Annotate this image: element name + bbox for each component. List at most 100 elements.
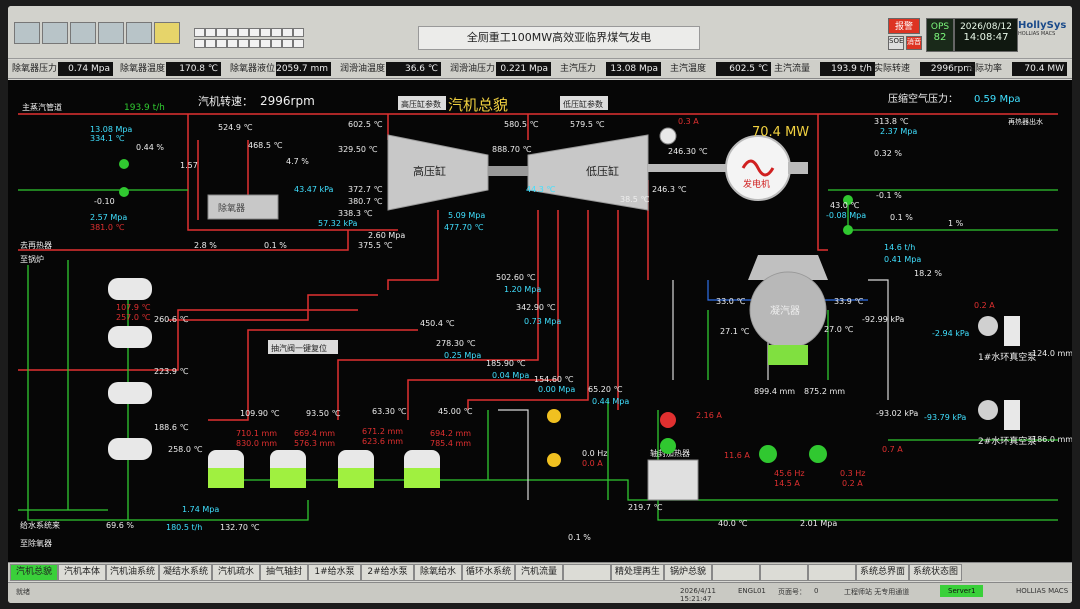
quick-button[interactable] (293, 39, 304, 48)
hp-params-button[interactable] (398, 96, 446, 110)
air-pressure-value: 0.59 Mpa (974, 94, 1021, 105)
quick-button[interactable] (282, 28, 293, 37)
nav-tab[interactable]: 汽机本体 (58, 564, 106, 581)
process-value-v2197: 219.7 ℃ (628, 503, 662, 512)
valve-1-icon[interactable] (119, 159, 129, 169)
nav-tab[interactable]: 1#给水泵 (308, 564, 361, 581)
main-flow-value: 193.9 t/h (124, 103, 165, 113)
lp-heater-3-level (338, 468, 374, 488)
nav-tab[interactable]: 锅炉总貌 (664, 564, 712, 581)
quick-button[interactable] (205, 39, 216, 48)
fan-1-icon[interactable] (547, 409, 561, 423)
status-server[interactable]: Server1 (940, 585, 984, 597)
quick-button[interactable] (216, 39, 227, 48)
feedwater-label: 给水系统来 (20, 520, 60, 530)
vacuum-pump-2[interactable] (978, 400, 998, 420)
process-value-v339: 33.9 ℃ (834, 297, 863, 306)
circ-pump-1-icon[interactable] (759, 445, 777, 463)
process-value-v443: 44.3 ℃ (526, 185, 555, 194)
hp-heater-2[interactable] (108, 326, 152, 348)
quick-button[interactable] (216, 28, 227, 37)
toolbar-button-6[interactable] (154, 22, 180, 44)
valve-4-icon[interactable] (843, 225, 853, 235)
process-value-v03hz: 0.3 Hz (840, 469, 865, 478)
quick-button[interactable] (194, 39, 205, 48)
soe-button[interactable]: SOE (888, 36, 904, 50)
quick-button[interactable] (271, 39, 282, 48)
process-value-v9379: -93.79 kPa (924, 413, 966, 422)
nav-tab[interactable]: 汽机总貌 (10, 564, 58, 581)
process-value-v02a: 0.2 A (842, 479, 863, 488)
status-label: 润滑油压力 (450, 64, 496, 74)
status-brand: HOLLIAS MACS (1016, 587, 1069, 595)
toolbar-button-4[interactable] (98, 22, 124, 44)
nav-tab[interactable]: 汽机疏水 (212, 564, 260, 581)
one-key-reset-button[interactable] (268, 340, 338, 354)
gland-heater[interactable] (647, 459, 699, 501)
quick-button[interactable] (293, 28, 304, 37)
quick-button[interactable] (238, 28, 249, 37)
quick-button[interactable] (282, 39, 293, 48)
hp-heater-1[interactable] (108, 278, 152, 300)
process-value-v2463: 246.3 ℃ (652, 185, 686, 194)
process-value-v9299: -92.99 kPa (862, 315, 904, 324)
condensate-pump-1-icon[interactable] (660, 412, 676, 428)
lp-cylinder[interactable] (527, 134, 649, 211)
quick-button[interactable] (249, 28, 260, 37)
nav-tab[interactable]: 抽气轴封 (260, 564, 308, 581)
fan-2-icon[interactable] (547, 453, 561, 467)
process-value-v830: 830.0 mm (236, 439, 277, 448)
nav-tab[interactable] (712, 564, 760, 581)
main-steam-label: 主蒸汽管道 (22, 102, 62, 112)
toolbar-button-5[interactable] (126, 22, 152, 44)
process-value-v116: 11.6 A (724, 451, 750, 460)
quick-button[interactable] (205, 28, 216, 37)
toolbar-button-2[interactable] (42, 22, 68, 44)
process-value-v1805: 180.5 t/h (166, 523, 202, 532)
turning-motor-icon[interactable] (659, 127, 677, 145)
nav-tab[interactable] (563, 564, 611, 581)
valve-2-icon[interactable] (119, 187, 129, 197)
circ-pump-2-icon[interactable] (809, 445, 827, 463)
nav-tab[interactable]: 凝结水系统 (159, 564, 212, 581)
alarm-indicator[interactable]: 报警 (888, 18, 920, 34)
deaerator-tank[interactable] (207, 194, 279, 220)
process-value-v237: 2.37 Mpa (880, 127, 917, 136)
hp-cylinder[interactable] (387, 134, 489, 211)
process-value-v380: 380.7 ℃ (348, 197, 382, 206)
quick-button[interactable] (260, 39, 271, 48)
quick-button[interactable] (249, 39, 260, 48)
condensate-pump-2-icon[interactable] (660, 438, 676, 454)
nav-tab[interactable]: 系统状态图 (909, 564, 962, 581)
process-value-v120: 1.20 Mpa (504, 285, 541, 294)
nav-tab[interactable]: 精处理再生 (611, 564, 664, 581)
nav-tab[interactable]: 汽机油系统 (106, 564, 159, 581)
clock-date: 2026/08/12 (960, 22, 1012, 32)
lp-params-button[interactable] (560, 96, 608, 110)
nav-tab[interactable] (808, 564, 856, 581)
nav-tab[interactable]: 2#给水泵 (361, 564, 414, 581)
quick-button[interactable] (260, 28, 271, 37)
valve-3-icon[interactable] (843, 195, 853, 205)
quick-button[interactable] (238, 39, 249, 48)
quick-button[interactable] (227, 39, 238, 48)
logo-sub: HOLLIAS MACS (1018, 31, 1056, 37)
mute-button[interactable]: 消音 (906, 36, 922, 50)
status-login: 就绪 (16, 588, 30, 596)
hp-heater-3[interactable] (108, 382, 152, 404)
process-value-v216: 2.16 A (696, 411, 722, 420)
process-value-v602: 602.5 ℃ (348, 120, 382, 129)
status-label: 润滑油温度 (340, 64, 386, 74)
hp-heater-4[interactable] (108, 438, 152, 460)
vacuum-pump-1[interactable] (978, 316, 998, 336)
quick-button[interactable] (194, 28, 205, 37)
toolbar-button-1[interactable] (14, 22, 40, 44)
quick-button[interactable] (227, 28, 238, 37)
quick-button[interactable] (271, 28, 282, 37)
nav-tab[interactable]: 汽机流量 (515, 564, 563, 581)
toolbar-button-3[interactable] (70, 22, 96, 44)
nav-tab[interactable]: 除氧给水 (414, 564, 462, 581)
nav-tab[interactable]: 循环水系统 (462, 564, 515, 581)
nav-tab[interactable]: 系统总界面 (856, 564, 909, 581)
nav-tab[interactable] (760, 564, 808, 581)
